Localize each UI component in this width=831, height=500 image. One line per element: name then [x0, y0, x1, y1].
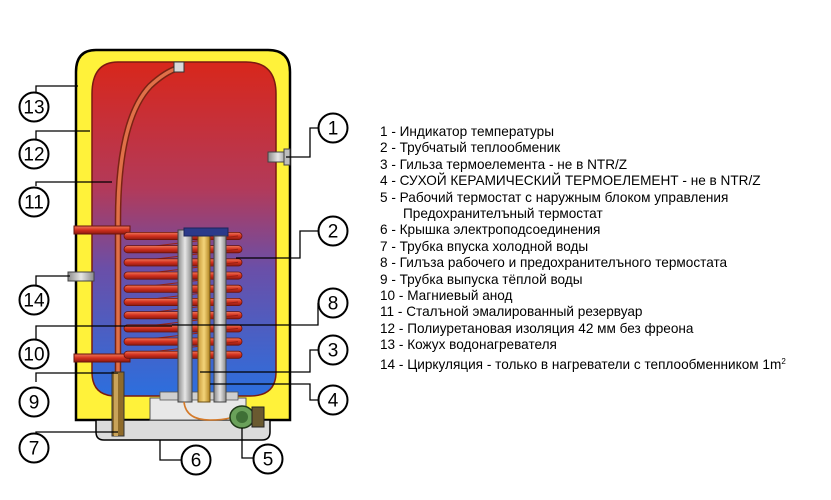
thermostat-control-unit: [183, 401, 265, 429]
coil-connection-pipe: [73, 225, 131, 235]
callout-number: 5: [263, 450, 274, 471]
legend-item-12: 12 - Полиуретановая изоляция 42 мм без ф…: [380, 320, 694, 336]
callout-1: 1: [317, 112, 349, 144]
callout-3: 3: [317, 334, 349, 366]
callout-circle: [18, 138, 50, 170]
callout-number: 13: [23, 98, 44, 119]
callout-circle: [317, 112, 349, 144]
callout-circle: [252, 443, 284, 475]
callout-number: 3: [328, 341, 339, 362]
callout-circle: [18, 338, 50, 370]
callout-number: 2: [328, 222, 339, 243]
callout-5: 5: [252, 443, 284, 475]
legend-item-6: 6 - Крышка электроподсоединения: [380, 222, 601, 238]
callout-circle: [18, 91, 50, 123]
callout-circle: [317, 287, 349, 319]
callout-4: 4: [317, 384, 349, 416]
callout-number: 8: [328, 294, 339, 315]
callout-number: 12: [23, 145, 44, 166]
callout-circle: [18, 386, 50, 418]
callout-8: 8: [317, 287, 349, 319]
cold-water-inlet-pipe: [111, 371, 125, 437]
legend-item-8: 8 - Гилъза рабочего и предохранителъного…: [380, 255, 728, 271]
callout-9: 9: [18, 386, 50, 418]
circulation-fitting: [67, 271, 95, 282]
callout-circle: [317, 384, 349, 416]
callout-6: 6: [180, 444, 212, 476]
legend-item-7: 7 - Трубка впуска холодной воды: [380, 238, 589, 254]
legend-item-11: 11 - Сталъной эмалированный резервуар: [380, 304, 643, 320]
legend-item-5-continuation: Предохранителъный термостат: [403, 206, 603, 222]
legend-item-13: 13 - Кожух водонагревателя: [380, 337, 557, 353]
legend-item-2: 2 - Трубчатый теплообменик: [380, 140, 561, 156]
callout-circle: [18, 186, 50, 218]
callout-number: 14: [23, 291, 45, 312]
magnesium-anode: [197, 231, 211, 403]
callout-12: 12: [18, 138, 50, 170]
legend-item-9: 9 - Трубка выпуска тёплой воды: [380, 271, 583, 287]
coil-connection-pipe: [73, 353, 131, 363]
legend-item-1: 1 - Индикатор температуры: [380, 124, 554, 139]
callout-14: 14: [18, 284, 50, 316]
callout-11: 11: [18, 186, 50, 218]
callout-circle: [180, 444, 212, 476]
callout-number: 9: [29, 393, 40, 414]
legend-item-5: 5 - Рабочий термостат с наружным блоком …: [380, 189, 729, 205]
callout-circle: [317, 334, 349, 366]
legend-item-3: 3 - Гильза термоелемента - не в NTR/Z: [380, 156, 628, 172]
callout-number: 10: [23, 345, 44, 366]
callout-circle: [18, 432, 50, 464]
legend-item-4: 4 - СУХОЙ КЕРАМИЧЕСКИЙ ТЕРМОЕЛЕМЕНТ - не…: [380, 173, 761, 189]
callout-10: 10: [18, 338, 50, 370]
callout-7: 7: [18, 432, 50, 464]
callout-2: 2: [317, 215, 349, 247]
legend-item-14: 14 - Циркуляция - только в нагреватели с…: [380, 354, 786, 373]
thermostat-sleeve: [177, 229, 193, 403]
callout-number: 6: [191, 451, 202, 472]
legend-item-10: 10 - Магниевый анод: [380, 288, 513, 304]
ceramic-element: [183, 227, 229, 403]
callout-number: 7: [29, 439, 40, 460]
legend-item-14-text: 14 - Циркуляция - только в нагреватели с…: [380, 356, 782, 372]
callout-circle: [317, 215, 349, 247]
callout-13: 13: [18, 91, 50, 123]
callout-number: 4: [328, 391, 339, 412]
legend-item-14-superscript: 2: [781, 356, 786, 366]
hot-water-outlet-pipe: [114, 61, 185, 416]
callout-number: 1: [328, 119, 339, 140]
legend: 1 - Индикатор температуры 2 - Трубчатый …: [380, 124, 786, 373]
callout-circle: [18, 284, 50, 316]
callout-number: 11: [24, 193, 44, 214]
